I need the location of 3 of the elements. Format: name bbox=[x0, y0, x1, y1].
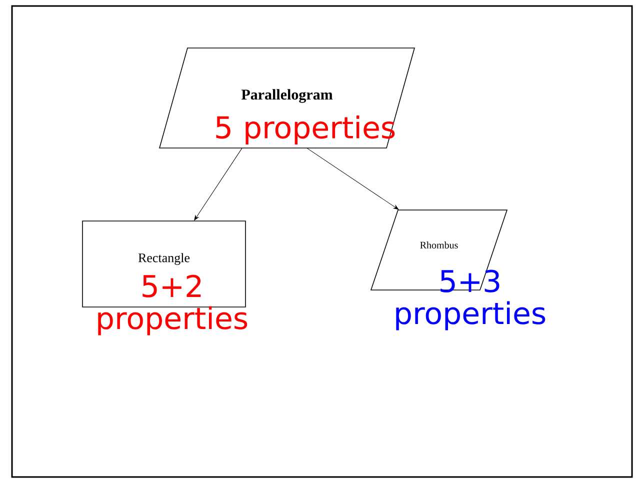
arrow bbox=[306, 148, 399, 210]
handwritten-note: 5+2 properties bbox=[98, 274, 248, 336]
arrow bbox=[194, 148, 242, 220]
